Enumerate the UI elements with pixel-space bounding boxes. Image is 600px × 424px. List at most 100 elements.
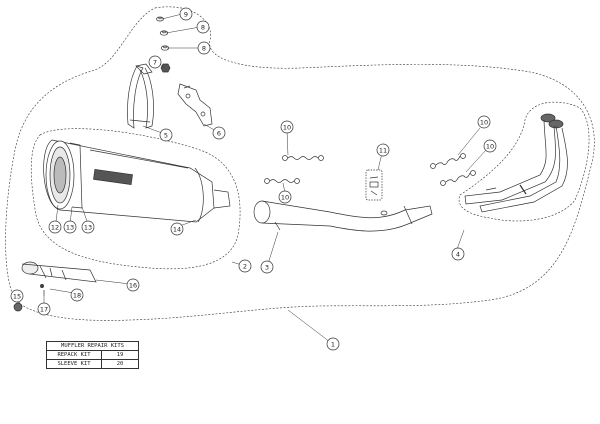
callout-10: 10 bbox=[483, 139, 497, 153]
header-pipes-icon bbox=[464, 113, 568, 213]
callout-3: 3 bbox=[260, 260, 274, 274]
callout-circle bbox=[37, 302, 51, 316]
callout-circle bbox=[81, 220, 95, 234]
callout-7: 7 bbox=[148, 55, 162, 69]
callout-10: 10 bbox=[477, 115, 491, 129]
callout-13: 13 bbox=[81, 220, 95, 234]
header-group-outline bbox=[458, 101, 590, 222]
callout-9: 9 bbox=[179, 7, 193, 21]
callout-circle bbox=[159, 128, 173, 142]
callout-circle bbox=[376, 143, 390, 157]
callout-circle bbox=[196, 20, 210, 34]
kit-number: 20 bbox=[101, 359, 139, 369]
callout-label: 13 bbox=[84, 223, 92, 231]
callout-circle bbox=[451, 247, 465, 261]
callout-label: 14 bbox=[173, 225, 181, 233]
mounting-bracket-icon bbox=[177, 83, 213, 127]
callout-circle bbox=[126, 278, 140, 292]
spring-10c-icon bbox=[430, 153, 466, 169]
callout-circle bbox=[238, 259, 252, 273]
callout-circle bbox=[179, 7, 193, 21]
callout-circle bbox=[197, 41, 211, 55]
callout-8: 8 bbox=[196, 20, 210, 34]
rivet-15-icon bbox=[13, 302, 23, 312]
callout-label: 4 bbox=[456, 250, 460, 258]
callout-label: 17 bbox=[40, 305, 48, 313]
callout-label: 8 bbox=[202, 44, 206, 52]
rivet-17-icon bbox=[40, 284, 44, 288]
callout-14: 14 bbox=[170, 222, 184, 236]
callout-label: 8 bbox=[201, 23, 205, 31]
callout-circle bbox=[280, 120, 294, 134]
table-row: SLEEVE KIT 20 bbox=[46, 359, 139, 369]
callout-label: 7 bbox=[153, 58, 157, 66]
callout-13: 13 bbox=[63, 220, 77, 234]
callout-label: 10 bbox=[281, 193, 289, 201]
callout-circle bbox=[10, 289, 24, 303]
callout-4: 4 bbox=[451, 247, 465, 261]
callout-circle bbox=[70, 288, 84, 302]
callout-circle bbox=[260, 260, 274, 274]
callout-label: 16 bbox=[129, 281, 137, 289]
callout-label: 10 bbox=[480, 118, 488, 126]
callout-label: 10 bbox=[486, 142, 494, 150]
callout-circle bbox=[477, 115, 491, 129]
callout-circle bbox=[326, 337, 340, 351]
callout-circle bbox=[212, 126, 226, 140]
callout-label: 15 bbox=[13, 292, 21, 300]
assembly-boundary-outline bbox=[5, 6, 595, 321]
callout-6: 6 bbox=[212, 126, 226, 140]
table-row: REPACK KIT 19 bbox=[46, 350, 139, 360]
leader-lines bbox=[17, 13, 487, 343]
muffler-body-icon bbox=[43, 139, 231, 223]
gasket-set-icon bbox=[365, 169, 383, 201]
callout-label: 10 bbox=[283, 123, 291, 131]
callout-circle bbox=[48, 220, 62, 234]
callout-8: 8 bbox=[197, 41, 211, 55]
muffler-sleeve-icon bbox=[21, 261, 97, 283]
callout-circle bbox=[278, 190, 292, 204]
callout-label: 18 bbox=[73, 291, 81, 299]
kit-number: 19 bbox=[101, 350, 139, 360]
table-header-row: MUFFLER REPAIR KITS bbox=[46, 341, 139, 351]
spring-10a-icon bbox=[282, 155, 324, 161]
callout-12: 12 bbox=[48, 220, 62, 234]
spring-10b-icon bbox=[264, 178, 300, 184]
callout-label: 9 bbox=[184, 10, 188, 18]
callout-label: 6 bbox=[217, 129, 221, 137]
callout-label: 11 bbox=[379, 146, 387, 154]
callout-10: 10 bbox=[278, 190, 292, 204]
kit-name: SLEEVE KIT bbox=[46, 359, 102, 369]
callout-15: 15 bbox=[10, 289, 24, 303]
callout-label: 13 bbox=[66, 223, 74, 231]
nut-7-icon bbox=[160, 63, 171, 73]
callout-circle bbox=[170, 222, 184, 236]
callout-10: 10 bbox=[280, 120, 294, 134]
callout-17: 17 bbox=[37, 302, 51, 316]
callout-11: 11 bbox=[376, 143, 390, 157]
callout-2: 2 bbox=[238, 259, 252, 273]
callout-circle bbox=[483, 139, 497, 153]
muffler-repair-kits-table: MUFFLER REPAIR KITS REPACK KIT 19 SLEEVE… bbox=[46, 341, 139, 369]
callout-18: 18 bbox=[70, 288, 84, 302]
washer-8-icon bbox=[159, 30, 169, 36]
callout-label: 1 bbox=[331, 340, 335, 348]
callout-1: 1 bbox=[326, 337, 340, 351]
muffler-group-outline bbox=[30, 128, 241, 270]
callout-label: 2 bbox=[243, 262, 247, 270]
callout-label: 5 bbox=[164, 131, 168, 139]
washer-9-icon bbox=[156, 16, 164, 22]
spring-10d-icon bbox=[440, 170, 476, 186]
callout-5: 5 bbox=[159, 128, 173, 142]
callout-circle bbox=[63, 220, 77, 234]
callout-circle bbox=[148, 55, 162, 69]
callout-label: 3 bbox=[265, 263, 269, 271]
muffler-clamp-strap-icon bbox=[127, 63, 154, 129]
callout-label: 12 bbox=[51, 223, 59, 231]
link-pipe-icon bbox=[253, 200, 433, 232]
table-title: MUFFLER REPAIR KITS bbox=[46, 341, 139, 351]
kit-name: REPACK KIT bbox=[46, 350, 102, 360]
callout-16: 16 bbox=[126, 278, 140, 292]
